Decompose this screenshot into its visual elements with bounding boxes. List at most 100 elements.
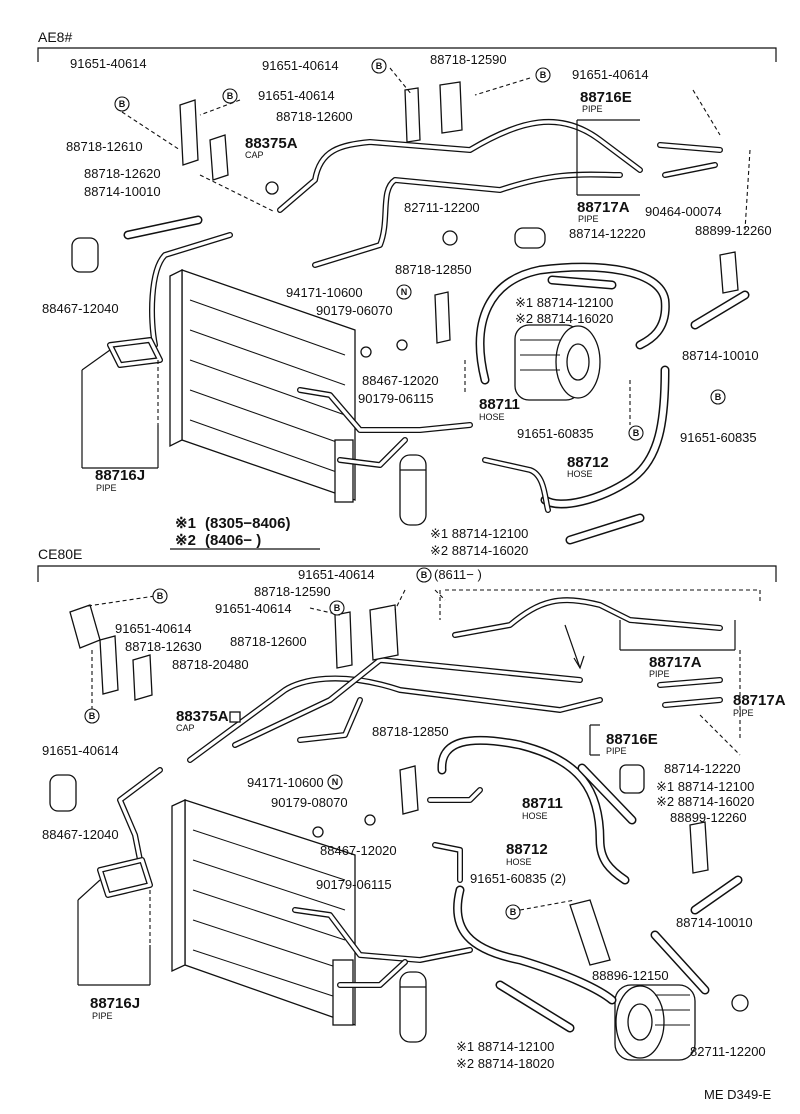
b-label-91651-60835: 91651-60835 (2): [470, 871, 566, 886]
b-label-88716E: 88716E: [606, 731, 658, 748]
label-pipe-e: PIPE: [582, 104, 603, 114]
b-label-88375A: 88375A: [176, 708, 229, 725]
bolt-mark: B: [416, 567, 432, 583]
b-label-91651-40614-c: 91651-40614: [115, 621, 192, 636]
legend-range-1: (8305−8406): [205, 515, 291, 532]
b-label-pipe-e: PIPE: [606, 746, 627, 756]
label-88718-12850: 88718-12850: [395, 262, 472, 277]
label-88711: 88711: [479, 396, 520, 413]
receiver-drier-top: [399, 454, 427, 526]
condenser-top: [169, 268, 356, 503]
label-88714-10010-b: 88714-10010: [682, 348, 759, 363]
b-label-88714-12220: 88714-12220: [664, 761, 741, 776]
svg-text:B: B: [334, 603, 341, 613]
bolt-mark: B: [710, 389, 726, 405]
svg-text:N: N: [332, 777, 339, 787]
label-91651-40614-a: 91651-40614: [70, 56, 147, 71]
b-label-88896-12150: 88896-12150: [592, 968, 669, 983]
section-label-top: AE8#: [38, 29, 72, 45]
svg-text:B: B: [421, 570, 428, 580]
b-label-m2-88714-16020: ※2 88714-16020: [656, 794, 754, 809]
label-91651-40614-d: 91651-40614: [258, 88, 335, 103]
label-88714-12220: 88714-12220: [569, 226, 646, 241]
compressor-top: [514, 324, 601, 401]
b-label-88467-12040: 88467-12040: [42, 827, 119, 842]
label-88716E: 88716E: [580, 89, 632, 106]
legend-range-2: (8406− ): [205, 532, 261, 549]
b-label-91651-40614-a: 91651-40614: [298, 567, 375, 582]
label-88899-12260: 88899-12260: [695, 223, 772, 238]
label-m2-88714-16020: ※2 88714-16020: [515, 311, 613, 326]
bolt-mark: B: [114, 96, 130, 112]
svg-text:B: B: [119, 99, 126, 109]
svg-text:B: B: [157, 591, 164, 601]
b-label-pipe-a1: PIPE: [649, 669, 670, 679]
label-m2-88714-16020-b: ※2 88714-16020: [430, 543, 528, 558]
svg-text:B: B: [510, 907, 517, 917]
label-88712: 88712: [567, 454, 609, 471]
b-label-88716J: 88716J: [90, 995, 140, 1012]
legend: ※1 (8305−8406) ※2 (8406− ): [170, 515, 320, 550]
bottom-drawing: [49, 589, 761, 1061]
svg-text:B: B: [540, 70, 547, 80]
b-label-88712: 88712: [506, 841, 548, 858]
label-88467-12040: 88467-12040: [42, 301, 119, 316]
label-m1-88714-12100-b: ※1 88714-12100: [430, 526, 528, 541]
b-label-pipe-a2: PIPE: [733, 708, 754, 718]
b-label-88717A-a: 88717A: [649, 654, 702, 671]
label-88718-12620: 88718-12620: [84, 166, 161, 181]
b-label-m2-88714-18020: ※2 88714-18020: [456, 1056, 554, 1071]
bolt-mark: B: [628, 425, 644, 441]
bottom-section-frame: CE80E: [37, 546, 777, 582]
b-label-88899-12260: 88899-12260: [670, 810, 747, 825]
top-drawing: [71, 67, 751, 545]
legend-mark-2: ※2: [175, 532, 196, 549]
top-section-frame: AE8#: [37, 29, 777, 62]
svg-text:B: B: [376, 61, 383, 71]
label-88716J: 88716J: [95, 467, 145, 484]
label-82711-12200: 82711-12200: [404, 200, 480, 215]
b-label-88718-20480: 88718-20480: [172, 657, 249, 672]
label-88467-12020: 88467-12020: [362, 373, 439, 388]
b-label-91651-40614-d: 91651-40614: [42, 743, 119, 758]
b-label-91651-40614-b: 91651-40614: [215, 601, 292, 616]
b-label-pipe-j: PIPE: [92, 1011, 113, 1021]
label-m1-88714-12100: ※1 88714-12100: [515, 295, 613, 310]
b-label-94171-10600: 94171-10600: [247, 775, 324, 790]
b-label-88714-10010: 88714-10010: [676, 915, 753, 930]
svg-text:B: B: [227, 91, 234, 101]
circle-marks: B B B B N B B B B B B N B: [84, 58, 726, 920]
label-pipe-j: PIPE: [96, 483, 117, 493]
bolt-mark: B: [84, 708, 100, 724]
bolt-mark: B: [505, 904, 521, 920]
label-88718-12590: 88718-12590: [430, 52, 507, 67]
label-94171-10600: 94171-10600: [286, 285, 363, 300]
label-hose-b: HOSE: [567, 469, 593, 479]
label-91651-40614-b: 91651-40614: [262, 58, 339, 73]
label-90464-00074: 90464-00074: [645, 204, 722, 219]
b-label-82711-12200: 82711-12200: [690, 1044, 766, 1059]
b-label-88718-12630: 88718-12630: [125, 639, 202, 654]
b-label-88467-12020: 88467-12020: [320, 843, 397, 858]
bottom-labels: 91651-40614 (8611− ) 88718-12590 91651-4…: [42, 567, 786, 1102]
b-label-88718-12600: 88718-12600: [230, 634, 307, 649]
b-label-90179-06115: 90179-06115: [316, 877, 392, 892]
label-90179-06070: 90179-06070: [316, 303, 393, 318]
label-90179-06115: 90179-06115: [358, 391, 434, 406]
bolt-mark: B: [152, 588, 168, 604]
svg-text:B: B: [89, 711, 96, 721]
b-label-88718-12850: 88718-12850: [372, 724, 449, 739]
b-label-88718-12590: 88718-12590: [254, 584, 331, 599]
b-label-90179-08070: 90179-08070: [271, 795, 348, 810]
section-label-bottom: CE80E: [38, 546, 82, 562]
top-labels: 91651-40614 91651-40614 88718-12590 9165…: [42, 52, 772, 558]
nut-mark: N: [396, 284, 412, 300]
svg-text:N: N: [401, 287, 408, 297]
bolt-mark: B: [371, 58, 387, 74]
label-hose-a: HOSE: [479, 412, 505, 422]
label-91651-40614-c: 91651-40614: [572, 67, 649, 82]
label-88718-12610: 88718-12610: [66, 139, 143, 154]
label-88375A: 88375A: [245, 135, 298, 152]
